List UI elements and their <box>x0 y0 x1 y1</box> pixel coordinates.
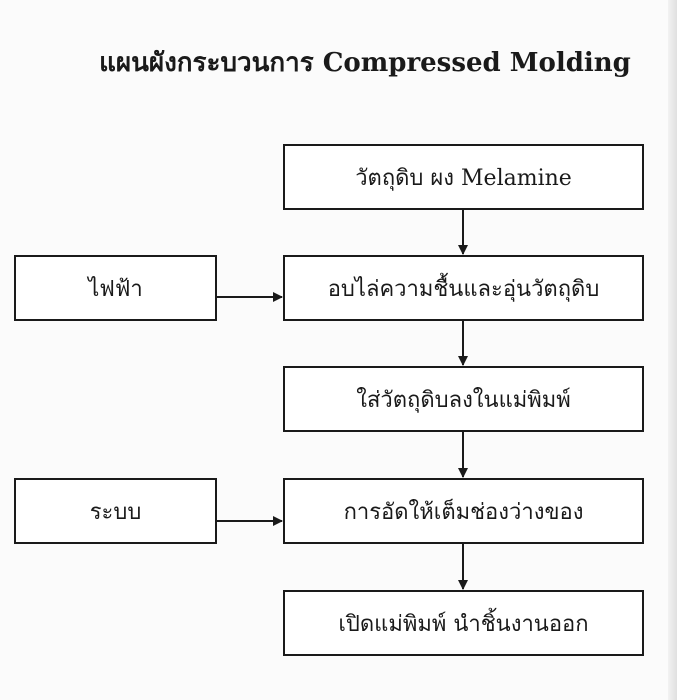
step-raw-material: วัตถุดิบ ผง Melamine <box>283 144 644 210</box>
step-load-mold: ใส่วัตถุดิบลงในแม่พิมพ์ <box>283 366 644 432</box>
input-system: ระบบ <box>14 478 217 544</box>
step-compression-fill: การอัดให้เต็มช่องว่างของ <box>283 478 644 544</box>
input-electricity: ไฟฟ้า <box>14 255 217 321</box>
step-drying-preheating: อบไล่ความชื้นและอุ่นวัตถุดิบ <box>283 255 644 321</box>
page-edge-shadow <box>668 0 677 700</box>
diagram-title: แผนผังกระบวนการ Compressed Molding <box>99 48 631 78</box>
step-open-mold-remove: เปิดแม่พิมพ์ นำชิ้นงานออก <box>283 590 644 656</box>
